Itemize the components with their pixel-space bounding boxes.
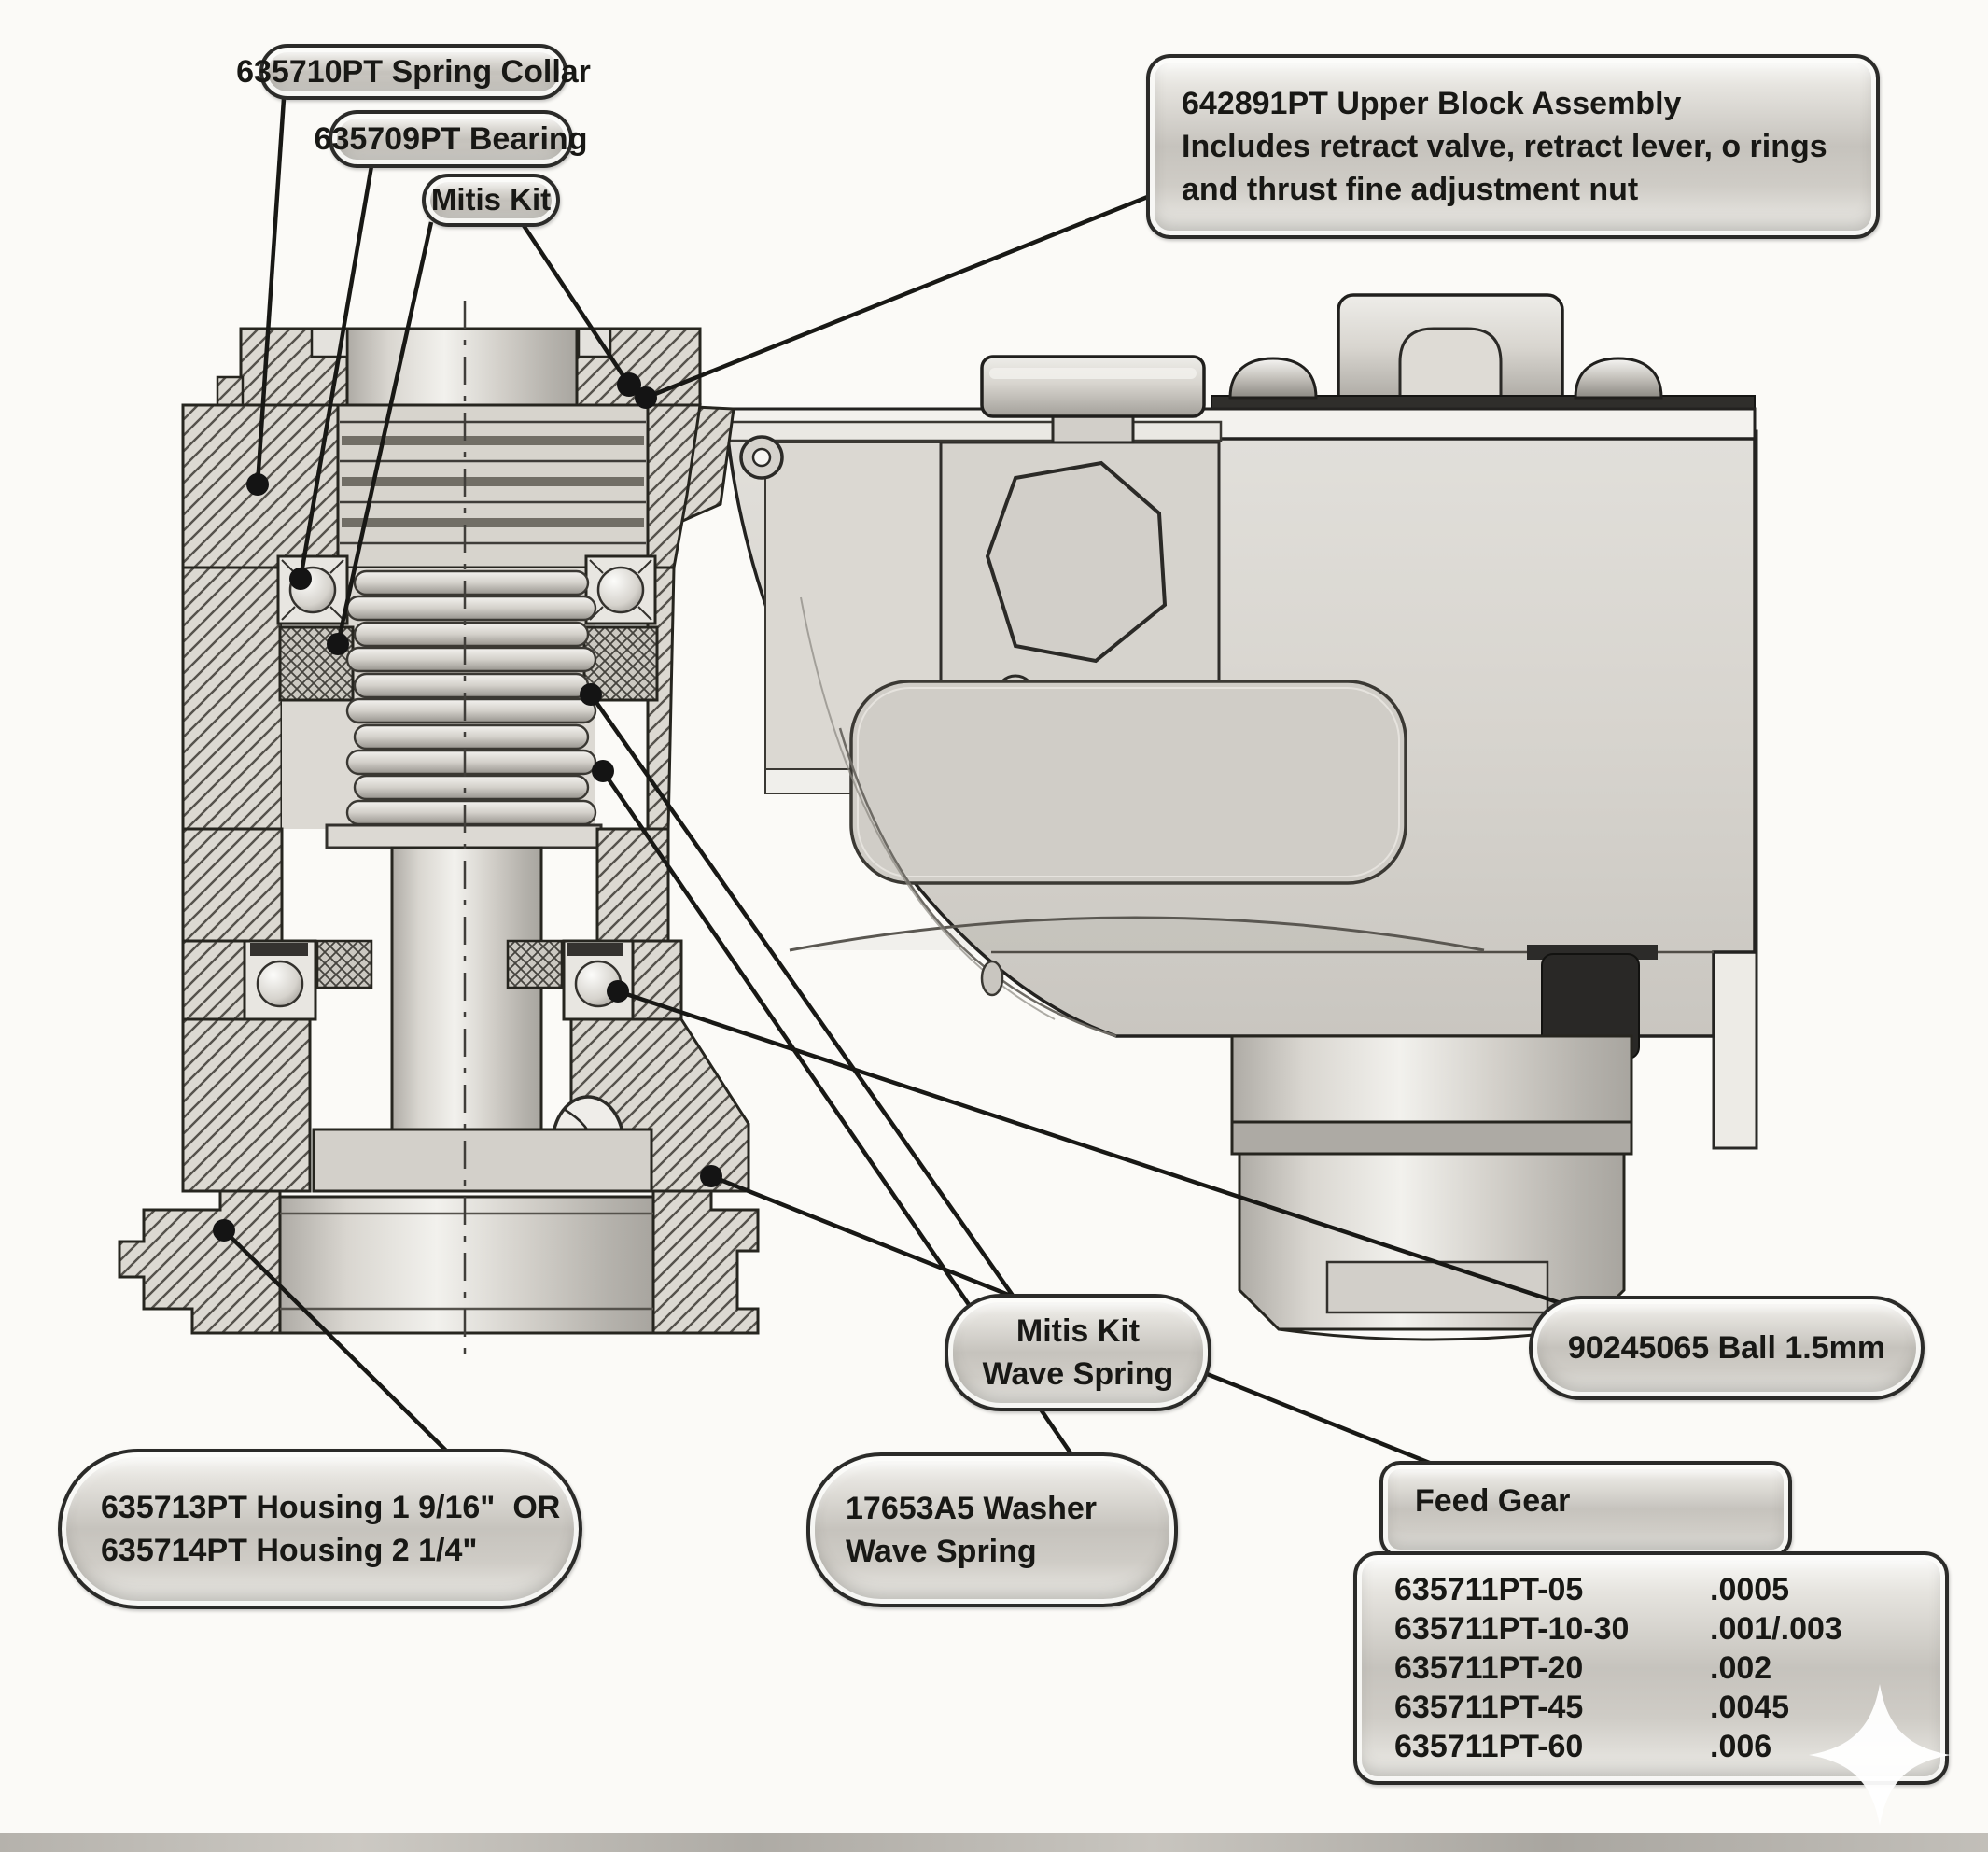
dome-screw-left [1228, 357, 1318, 400]
leader-line-ball [617, 989, 1561, 1306]
housing-wall-upper-right [646, 403, 702, 569]
leader-line-bearing [298, 165, 374, 580]
collar-rib-edges [340, 420, 646, 545]
leader-line-upper-block [645, 193, 1151, 400]
block-pocket [849, 680, 1407, 885]
feed-gear-value: .001/.003 [1710, 1611, 1842, 1647]
feed-gear-row: 635711PT-60 .006 [1394, 1727, 1913, 1766]
label-upper-block-line2: Includes retract valve, retract lever, o… [1182, 128, 1827, 164]
housing-wall-mid-left [181, 566, 284, 831]
seal-left [315, 939, 373, 989]
label-ball-text: 90245065 Ball 1.5mm [1567, 1329, 1886, 1366]
leader-dot-wave-spring [580, 683, 602, 706]
feed-gear-part: 635711PT-05 [1394, 1572, 1584, 1607]
label-spring-collar-text: 635710PT Spring Collar [236, 53, 591, 90]
feed-gear-part: 635711PT-45 [1394, 1690, 1584, 1725]
lower-wall-right [631, 939, 683, 1021]
housing-wall-lower-left [181, 827, 284, 943]
sparkle-watermark-icon [1809, 1684, 1951, 1826]
feed-gear-row: 635711PT-10-30 .001/.003 [1394, 1609, 1913, 1649]
spindle-top [345, 327, 581, 407]
label-wave-spring-line1: Mitis Kit [1015, 1312, 1141, 1349]
label-wave-spring: Mitis Kit Wave Spring [945, 1294, 1211, 1411]
thumb-screw-stem [1051, 414, 1135, 444]
label-housing-line1: 635713PT Housing 1 9/16" OR [101, 1489, 561, 1525]
leader-line-mitis-kit-right [521, 222, 631, 386]
feed-gear-title-text: Feed Gear [1415, 1483, 1571, 1519]
label-bearing-text: 635709PT Bearing [314, 120, 588, 157]
small-port [980, 960, 1004, 997]
adjustment-cap-tab [1398, 327, 1503, 414]
label-upper-block: 642891PT Upper Block Assembly Includes r… [1146, 54, 1880, 239]
thumb-screw-highlight [989, 368, 1197, 379]
leader-dot-washer [592, 760, 614, 782]
feed-gear-row: 635711PT-05 .0005 [1394, 1570, 1913, 1609]
leader-dot-housing [213, 1219, 235, 1242]
housing-cross-section [118, 301, 760, 1355]
upper-block-assembly [651, 293, 1758, 1341]
leader-dot-feed-gear [700, 1165, 722, 1187]
o-ring-bore [751, 447, 772, 468]
wave-spring [345, 569, 597, 826]
flange-left [118, 1189, 282, 1335]
lower-bearing-right [562, 939, 635, 1021]
block-ledge [651, 420, 1223, 442]
collar-step [216, 375, 245, 407]
shaft-boss [312, 1128, 653, 1193]
feed-gear-value: .002 [1710, 1650, 1772, 1686]
feed-gear-value: .0045 [1710, 1690, 1790, 1725]
thumb-screw-cap [980, 355, 1206, 418]
feed-gear-title-tab: Feed Gear [1379, 1461, 1792, 1558]
retract-lever-recess [985, 460, 1168, 664]
label-washer-line1: 17653A5 Washer [846, 1490, 1098, 1526]
lower-wall-left [181, 939, 246, 1021]
scan-edge-strip [0, 1833, 1988, 1852]
label-mitis-kit: Mitis Kit [422, 174, 560, 227]
label-upper-block-line3: and thrust fine adjustment nut [1182, 172, 1639, 208]
label-upper-block-line1: 642891PT Upper Block Assembly [1182, 85, 1682, 121]
flange-cylinder [278, 1195, 655, 1335]
label-washer: 17653A5 Washer Wave Spring [806, 1452, 1178, 1607]
feed-gear-housing [1230, 1034, 1633, 1341]
upper-bearing-left [276, 554, 349, 625]
label-washer-line2: Wave Spring [846, 1534, 1037, 1569]
label-spring-collar: 635710PT Spring Collar [236, 44, 591, 100]
label-bearing: 635709PT Bearing [315, 110, 587, 168]
curve-shadow-1 [838, 727, 1117, 1038]
feed-gear-row: 635711PT-20 .002 [1394, 1649, 1913, 1688]
collar-rib-lines [342, 436, 644, 527]
label-housing: 635713PT Housing 1 9/16" OR 635714PT Hou… [58, 1449, 582, 1609]
flange-right [651, 1189, 760, 1335]
leader-dot-ball [607, 980, 629, 1003]
feed-gear-row: 635711PT-45 .0045 [1394, 1688, 1913, 1727]
feed-gear-part: 635711PT-10-30 [1394, 1611, 1630, 1647]
feed-gear-part: 635711PT-60 [1394, 1729, 1584, 1764]
leader-dot-upper-block [635, 386, 657, 409]
lower-housing-left [181, 1017, 312, 1193]
label-wave-spring-line2: Wave Spring [982, 1356, 1174, 1392]
feed-gear-table: 635711PT-05 .0005 635711PT-10-30 .001/.0… [1353, 1551, 1949, 1785]
boss-arc [789, 916, 1485, 952]
leader-line-mitis-kit-left [335, 221, 434, 645]
feed-gear-rows: 635711PT-05 .0005 635711PT-10-30 .001/.0… [1357, 1570, 1945, 1766]
label-mitis-kit-text: Mitis Kit [430, 182, 552, 217]
label-housing-line2: 635714PT Housing 2 1/4" [101, 1533, 478, 1568]
leader-line-spring-collar [255, 98, 287, 485]
leader-dot-spring-collar [246, 473, 269, 496]
leader-line-wave-spring [589, 693, 1017, 1301]
feed-gear-part: 635711PT-20 [1394, 1650, 1584, 1686]
upper-bearing-right [584, 554, 657, 625]
label-ball: 90245065 Ball 1.5mm [1529, 1296, 1925, 1400]
feed-gear-value: .0005 [1710, 1572, 1790, 1607]
seal-right [506, 939, 564, 989]
housing-wall-lower-right [595, 827, 670, 943]
dome-screw-right [1574, 357, 1663, 400]
lower-bearing-left [243, 939, 317, 1021]
feed-gear-value: .006 [1710, 1729, 1772, 1764]
leader-dot-mitis-kit-right [617, 372, 641, 397]
leader-line-housing [222, 1228, 448, 1452]
leader-dot-mitis-kit-left [327, 633, 349, 655]
leader-dot-bearing [289, 568, 312, 590]
